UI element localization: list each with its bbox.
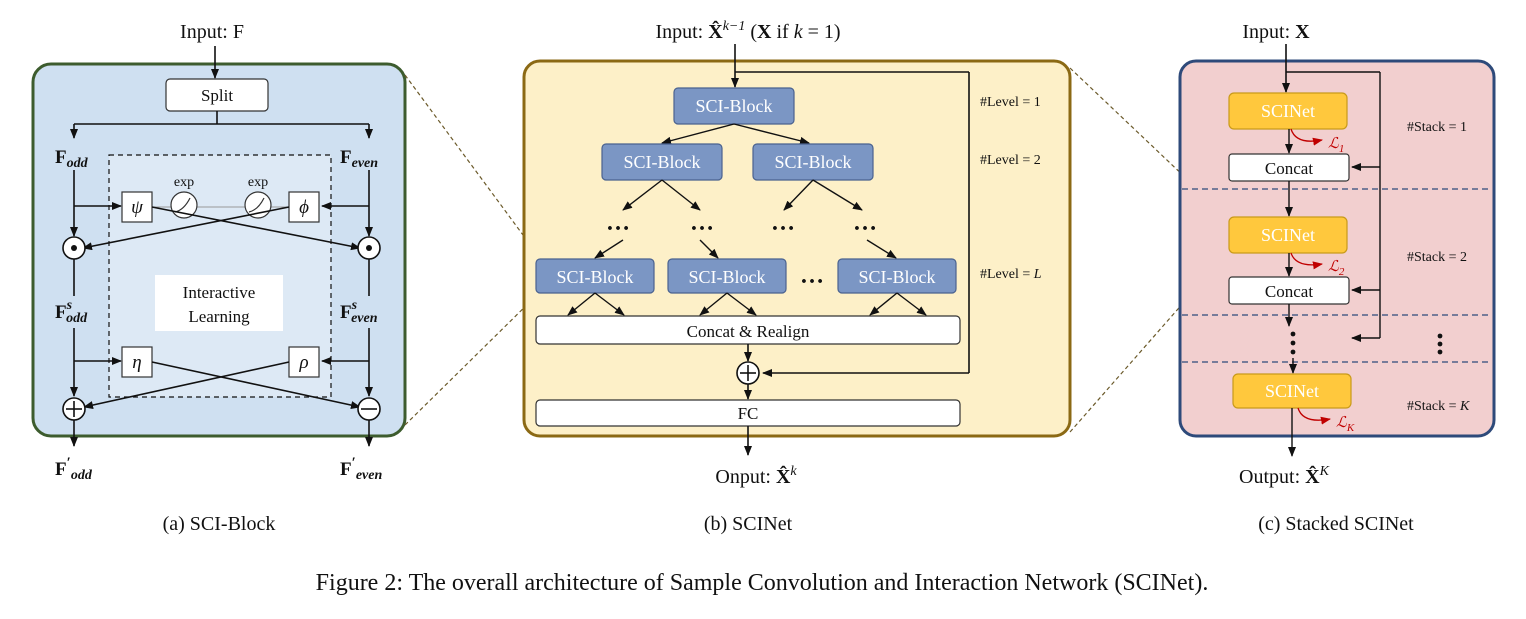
panel-c-stacked-scinet: Input: X SCINet ℒ1 Concat #Stack = 1 SCI…	[1178, 21, 1496, 535]
stack-1-label: #Stack = 1	[1407, 120, 1467, 135]
panel-a-caption: (a) SCI-Block	[163, 513, 276, 535]
psi-label: ψ	[131, 197, 144, 218]
ellipsis-1: …	[606, 210, 630, 236]
ellipsis-levelL: …	[800, 263, 824, 289]
sci-block-levelL-2-label: SCI-Block	[688, 267, 765, 287]
eta-label: η	[132, 352, 141, 373]
stack-2-label: #Stack = 2	[1407, 250, 1467, 265]
sci-block-level1-label: SCI-Block	[695, 96, 772, 116]
phi-label: ϕ	[299, 197, 309, 218]
f-prime-odd-label: F′odd	[55, 455, 93, 483]
scinet-stack2-label: SCINet	[1261, 225, 1315, 245]
phi-box	[288, 191, 320, 223]
panel-c-output-label: Output: X̂K	[1239, 464, 1330, 488]
panel-b-frame	[522, 59, 1072, 438]
panel-b-input-label: Input: X̂k−1 (X if k = 1)	[655, 19, 840, 43]
f-prime-even-label: F′even	[340, 455, 382, 483]
vertical-ellipsis-left	[1290, 331, 1296, 355]
panel-c-input-label: Input: X	[1242, 21, 1310, 43]
panel-a-sci-block: Input: F Split Fodd Feven ψ ϕ exp exp	[31, 21, 407, 535]
exp-left-label: exp	[174, 175, 194, 190]
figure-caption: Figure 2: The overall architecture of Sa…	[316, 570, 1209, 596]
ellipsis-3: …	[771, 210, 795, 236]
exp-right-label: exp	[248, 175, 268, 190]
rho-box	[288, 346, 320, 378]
panel-b-output-label: Onput: X̂k	[715, 464, 797, 488]
level-l-label: #Level = L	[980, 267, 1042, 282]
level-1-label: #Level = 1	[980, 95, 1041, 110]
panel-b-scinet: Input: X̂k−1 (X if k = 1) SCI-Block #Lev…	[522, 19, 1072, 535]
sci-block-level2-right-label: SCI-Block	[774, 152, 851, 172]
ellipsis-4: …	[853, 210, 877, 236]
interactive-learning-label-2: Learning	[188, 307, 250, 326]
fc-label: FC	[738, 404, 759, 423]
scinet-stackK-label: SCINet	[1265, 381, 1319, 401]
rho-label: ρ	[298, 352, 308, 373]
scinet-stack1	[1228, 92, 1348, 130]
scinet-stack1-label: SCINet	[1261, 101, 1315, 121]
sci-block-level2-left-label: SCI-Block	[623, 152, 700, 172]
level-2-label: #Level = 2	[980, 153, 1041, 168]
scinet-stack2	[1228, 216, 1348, 254]
psi-box	[121, 191, 153, 223]
concat-stack2-label: Concat	[1265, 282, 1313, 301]
stack-k-label: #Stack = K	[1407, 399, 1470, 414]
vertical-ellipsis-right	[1437, 333, 1443, 355]
ellipsis-2: …	[690, 210, 714, 236]
sci-block-levelL-3-label: SCI-Block	[858, 267, 935, 287]
concat-realign-label: Concat & Realign	[687, 322, 810, 341]
panel-a-input-label: Input: F	[180, 21, 244, 43]
sci-block-levelL-1-label: SCI-Block	[556, 267, 633, 287]
panel-b-caption: (b) SCINet	[704, 513, 793, 535]
panel-c-caption: (c) Stacked SCINet	[1258, 513, 1414, 535]
interactive-learning-box	[155, 275, 283, 331]
interactive-learning-label: Interactive	[183, 283, 256, 302]
split-label: Split	[201, 86, 233, 105]
exp-right-icon	[244, 191, 272, 219]
concat-stack1-label: Concat	[1265, 159, 1313, 178]
